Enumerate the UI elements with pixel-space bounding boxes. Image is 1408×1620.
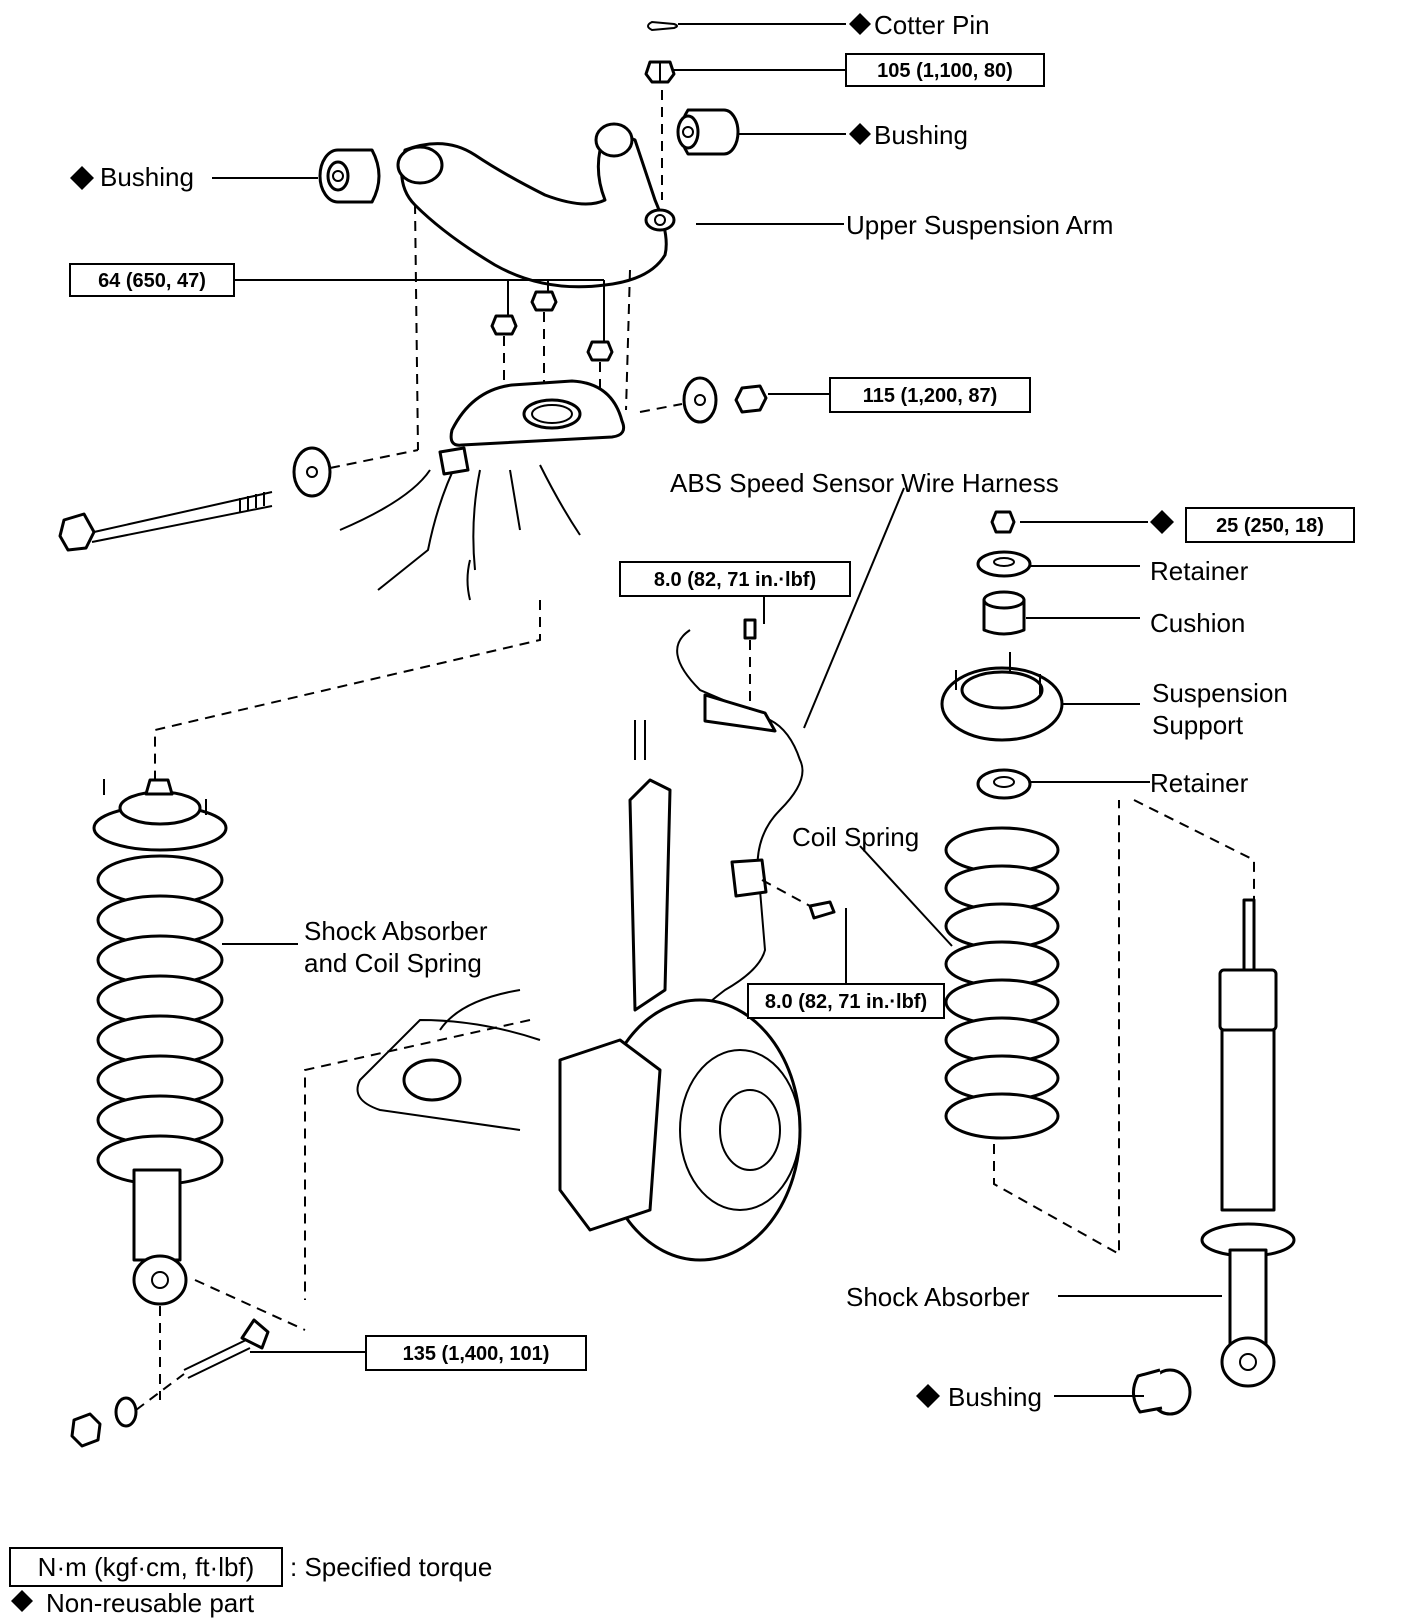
label-coil-spring: Coil Spring — [792, 822, 919, 852]
label-retainer-top: Retainer — [1150, 556, 1249, 586]
castle-nut-part — [644, 60, 676, 84]
frame-tower-part — [339, 379, 626, 601]
support-stack-part — [940, 510, 1064, 800]
nonreusable-diamond-icon — [916, 1384, 940, 1408]
legend-unit-desc: : Specified torque — [290, 1552, 492, 1582]
label-bushing-top: Bushing — [874, 120, 968, 150]
torque-upper-mount-nuts: 64 (650, 47) — [98, 270, 206, 292]
label-suspension-support-2: Support — [1152, 710, 1244, 740]
shock-absorber-part — [1132, 898, 1296, 1416]
torque-arm-bolt-nut: 115 (1,200, 87) — [863, 385, 998, 407]
label-shock-coil-1: Shock Absorber — [304, 916, 488, 946]
spring-coil — [944, 1092, 1060, 1140]
label-upper-suspension-arm: Upper Suspension Arm — [846, 210, 1113, 240]
torque-abs-lower-bolt: 8.0 (82, 71 in.·lbf) — [765, 991, 927, 1013]
label-shock-absorber: Shock Absorber — [846, 1282, 1030, 1312]
nonreusable-diamond-icon — [849, 123, 871, 145]
legend-nonreusable: Non-reusable part — [46, 1588, 255, 1618]
strut-assembly-part — [92, 778, 228, 1306]
label-abs-harness: ABS Speed Sensor Wire Harness — [670, 468, 1059, 498]
label-cotter-pin: Cotter Pin — [874, 10, 990, 40]
label-bushing-bottom: Bushing — [948, 1382, 1042, 1412]
torque-support-nut: 25 (250, 18) — [1216, 515, 1324, 537]
abs-harness-part — [644, 618, 836, 1071]
cotter-pin-part — [647, 20, 678, 32]
nonreusable-diamond-icon — [849, 13, 871, 35]
label-bushing-left: Bushing — [100, 162, 194, 192]
arm-bolt-part — [58, 446, 332, 552]
label-cushion: Cushion — [1150, 608, 1245, 638]
label-suspension-support-1: Suspension — [1152, 678, 1288, 708]
steering-knuckle-part — [356, 720, 802, 1262]
bushing-left-part — [318, 148, 381, 204]
torque-abs-upper-bolt: 8.0 (82, 71 in.·lbf) — [654, 569, 816, 591]
torque-lower-shock-bolt: 135 (1,400, 101) — [403, 1343, 550, 1365]
bushing-top-part — [676, 108, 740, 156]
lower-bolt-part — [70, 1318, 270, 1448]
label-retainer-bottom: Retainer — [1150, 768, 1249, 798]
label-shock-coil-2: and Coil Spring — [304, 948, 482, 978]
nonreusable-diamond-icon — [1150, 510, 1174, 534]
torque-cotter-nut: 105 (1,100, 80) — [877, 60, 1013, 82]
washer-nut-part — [682, 376, 768, 424]
legend-unit-box: N·m (kgf·cm, ft·lbf) — [38, 1552, 255, 1582]
nonreusable-diamond-icon — [11, 1590, 33, 1612]
mount-nuts-part — [490, 290, 614, 362]
upper-suspension-arm-part — [396, 122, 676, 289]
nonreusable-diamond-icon — [70, 166, 94, 190]
coil-spring-part — [944, 826, 1060, 1140]
